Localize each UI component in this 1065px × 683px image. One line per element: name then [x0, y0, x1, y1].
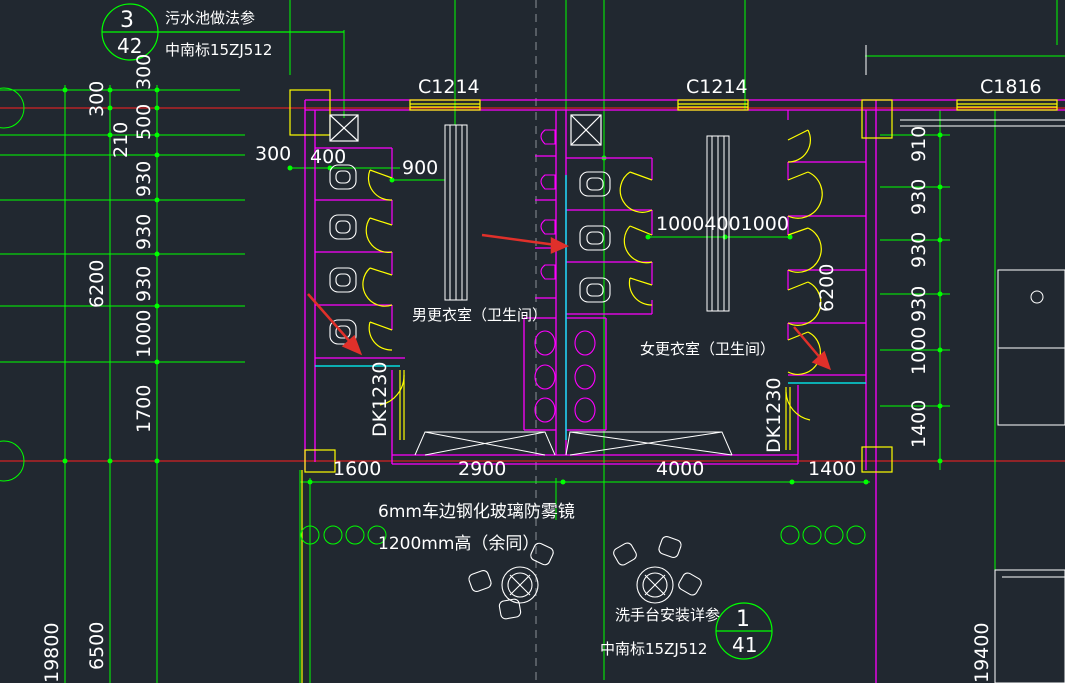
sewage-note-line2: 中南标15ZJ512	[165, 41, 272, 59]
window-label-c1816: C1816	[980, 76, 1042, 98]
dimension-ticks	[62, 87, 943, 485]
axis-bubble-top	[0, 87, 25, 129]
dim-bottom-1600: 1600	[333, 458, 381, 480]
shrubs	[300, 525, 866, 545]
dim-inner-1000: 1000	[133, 310, 155, 358]
sink-note-line1: 洗手台安装详参	[615, 606, 720, 624]
dim-women-6200: 6200	[816, 264, 838, 312]
floor-drains	[329, 114, 602, 146]
dim-left-6200: 6200	[86, 260, 108, 308]
room-label-men: 男更衣室（卫生间）	[412, 306, 547, 324]
dim-bottom-1400: 1400	[808, 458, 856, 480]
dim-left-210: 210	[110, 122, 132, 158]
dim-inner-930b: 930	[133, 214, 155, 250]
mirror-note-line2: 1200mm高（余同）	[378, 534, 539, 554]
dim-right-910: 910	[908, 126, 930, 162]
annotation-arrows	[307, 233, 832, 371]
sewage-note-line1: 污水池做法参	[165, 9, 255, 27]
dim-bottom-2900: 2900	[458, 458, 506, 480]
mirror-counters	[414, 431, 733, 456]
dim-inner-930c: 930	[133, 266, 155, 302]
bubble-top-number: 3	[120, 8, 134, 33]
dim-right-1400: 1400	[908, 400, 930, 448]
bubble-bottom-number: 1	[736, 607, 750, 632]
door-label-women: DK1230	[763, 378, 785, 453]
dim-left-6500: 6500	[86, 622, 108, 670]
mirror-note-line1: 6mm车边钢化玻璃防雾镜	[378, 502, 575, 522]
adjacent-room	[900, 119, 1065, 683]
walls	[304, 99, 1065, 683]
dim-right-1000: 1000	[908, 327, 930, 375]
window-label-c1214-left: C1214	[418, 76, 480, 98]
sink-note-line2: 中南标15ZJ512	[600, 640, 707, 658]
dim-left-300: 300	[86, 81, 108, 117]
windows	[289, 89, 1058, 683]
dim-right-930b: 930	[908, 232, 930, 268]
bubble-bottom-sheet: 41	[732, 633, 757, 657]
door-swings	[362, 129, 823, 421]
dim-inner-500: 500	[133, 104, 155, 140]
detail-bubble-top[interactable]	[101, 3, 344, 61]
detail-bubble-bottom[interactable]	[715, 602, 773, 660]
dim-inner-930a: 930	[133, 161, 155, 197]
glass-partitions	[315, 175, 866, 440]
dim-h-300: 300	[255, 143, 291, 165]
dim-mid-group: 10004001000	[656, 213, 789, 235]
dim-bottom-4000: 4000	[656, 458, 704, 480]
benches	[444, 124, 730, 312]
toilets	[329, 164, 611, 345]
window-label-c1214-right: C1214	[686, 76, 748, 98]
room-label-women: 女更衣室（卫生间）	[640, 340, 775, 358]
lounge-furniture	[468, 535, 702, 620]
urinals	[540, 129, 556, 280]
women-stalls	[566, 110, 866, 376]
axis-bubble-bottom	[0, 440, 25, 482]
sinks	[534, 330, 596, 423]
dim-right-930a: 930	[908, 179, 930, 215]
dim-inner-300: 300	[133, 54, 155, 90]
dim-right-930c: 930	[908, 286, 930, 322]
dim-left-1700: 1700	[133, 385, 155, 433]
bubble-top-sheet: 42	[117, 34, 142, 58]
dim-right-19400: 19400	[971, 623, 993, 683]
dim-h-900: 900	[402, 157, 438, 179]
door-label-men: DK1230	[369, 362, 391, 437]
dim-h-400: 400	[310, 146, 346, 168]
dim-left-19800: 19800	[41, 623, 63, 683]
